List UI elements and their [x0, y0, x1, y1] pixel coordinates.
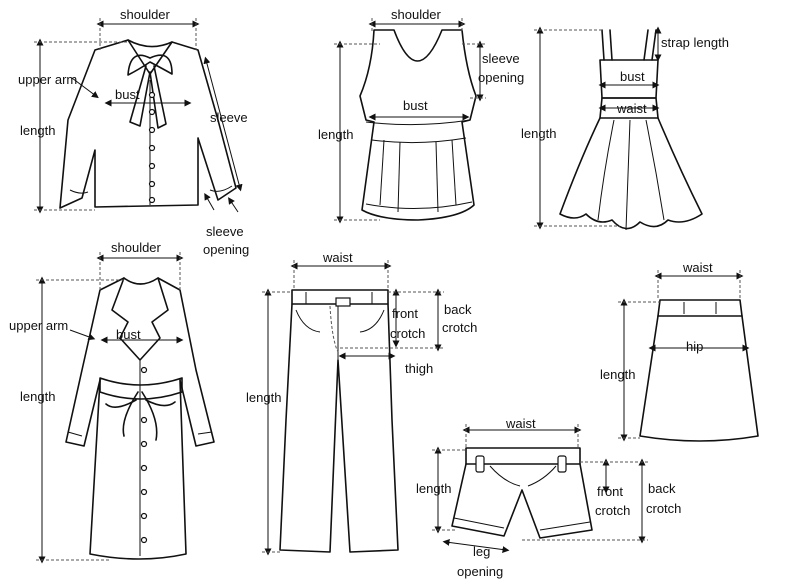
coat-bust-label: bust — [116, 327, 141, 342]
dress-waist-label: waist — [616, 101, 647, 116]
vest-measure-lines — [334, 18, 486, 224]
shirt-measure-lines — [34, 18, 243, 214]
pants-thigh-label: thigh — [405, 361, 433, 376]
dress-measure-lines — [534, 26, 662, 230]
pants-front-crotch-label-2: crotch — [390, 326, 425, 341]
shorts-waist-label: waist — [505, 416, 536, 431]
shorts-length-label: length — [416, 481, 451, 496]
shirt-length-label: length — [20, 123, 55, 138]
skirt-length-label: length — [600, 367, 635, 382]
pants-front-crotch-label-1: front — [392, 306, 418, 321]
shorts-back-crotch-label-2: crotch — [646, 501, 681, 516]
coat-upper-arm-label: upper arm — [9, 318, 68, 333]
shorts-measure-lines — [432, 424, 648, 554]
vest-figure — [359, 29, 477, 221]
shorts-leg-opening-label-1: leg — [473, 544, 490, 559]
coat-shoulder-label: shoulder — [111, 240, 162, 255]
pants-back-crotch-label-1: back — [444, 302, 472, 317]
vest-length-label: length — [318, 127, 353, 142]
skirt-waist-label: waist — [682, 260, 713, 275]
dress-length-label: length — [521, 126, 556, 141]
vest-sleeve-opening-label-2: opening — [478, 70, 524, 85]
shorts-front-crotch-label-1: front — [597, 484, 623, 499]
coat-length-label: length — [20, 389, 55, 404]
skirt-measure-lines — [618, 270, 750, 442]
shirt-sleeve-opening-label-2: opening — [203, 242, 249, 257]
shirt-upper-arm-label: upper arm — [18, 72, 77, 87]
pants-length-label: length — [246, 390, 281, 405]
shorts-back-crotch-label-1: back — [648, 481, 676, 496]
pants-figure — [279, 289, 399, 553]
skirt-hip-label: hip — [686, 339, 703, 354]
shirt-bust-label: bust — [115, 87, 140, 102]
dress-figure — [559, 29, 703, 231]
dress-bust-label: bust — [620, 69, 645, 84]
pants-measure-lines — [262, 260, 444, 556]
vest-sleeve-opening-label-1: sleeve — [482, 51, 520, 66]
shorts-front-crotch-label-2: crotch — [595, 503, 630, 518]
shirt-sleeve-opening-label-1: sleeve — [206, 224, 244, 239]
skirt-figure — [639, 299, 759, 442]
pants-waist-label: waist — [322, 250, 353, 265]
coat-measure-lines — [36, 252, 184, 564]
shirt-shoulder-label: shoulder — [120, 7, 171, 22]
shorts-leg-opening-label-2: opening — [457, 564, 503, 579]
coat-figure — [65, 277, 215, 560]
shorts-figure — [451, 447, 593, 539]
dress-strap-length-label: strap length — [661, 35, 729, 50]
shirt-figure — [59, 39, 237, 209]
vest-bust-label: bust — [403, 98, 428, 113]
vest-shoulder-label: shoulder — [391, 7, 442, 22]
shirt-sleeve-label: sleeve — [210, 110, 248, 125]
pants-back-crotch-label-2: crotch — [442, 320, 477, 335]
